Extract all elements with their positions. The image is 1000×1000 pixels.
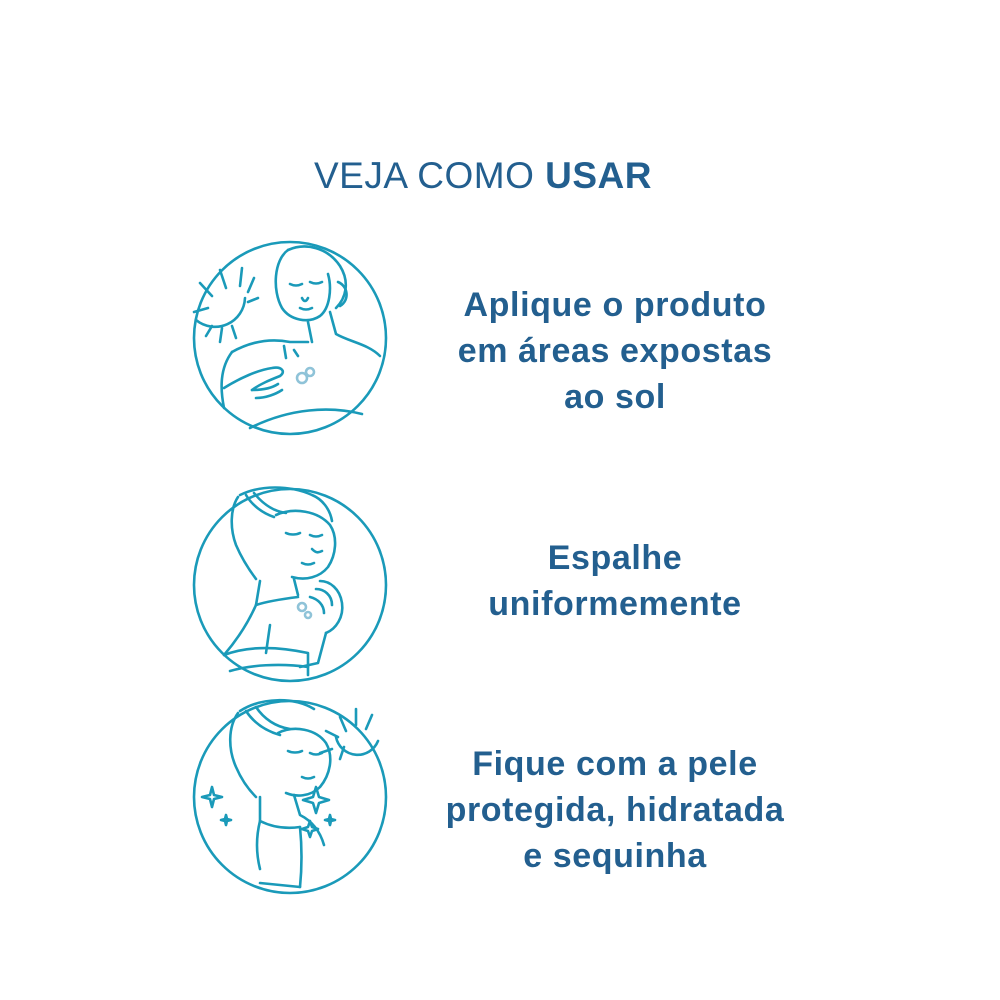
step-text-line: e sequinha: [523, 837, 707, 875]
title-regular: VEJA COMO: [314, 154, 546, 196]
step-text-line: ao sol: [564, 378, 666, 416]
page-title: VEJA COMO USAR: [0, 155, 966, 197]
step-apply-text: Aplique o produto em áreas expostas ao s…: [415, 282, 815, 420]
step-spread: Espalhe uniformemente: [0, 485, 1000, 695]
step-spread-text: Espalhe uniformemente: [415, 535, 815, 627]
step-apply: Aplique o produto em áreas expostas ao s…: [0, 238, 1000, 448]
step-text-line: Espalhe: [547, 539, 683, 577]
step-text-line: protegida, hidratada: [445, 791, 785, 829]
title-bold: USAR: [545, 154, 652, 196]
step-protected-text: Fique com a pele protegida, hidratada e …: [415, 741, 815, 879]
step-text-line: uniformemente: [488, 585, 742, 623]
woman-spreading-product-icon: [190, 485, 390, 685]
step-text-line: Fique com a pele: [472, 745, 758, 783]
woman-protected-sparkles-sun-icon: [190, 697, 390, 897]
step-protected: Fique com a pele protegida, hidratada e …: [0, 697, 1000, 907]
step-text-line: Aplique o produto: [463, 286, 767, 324]
step-text-line: em áreas expostas: [457, 332, 773, 370]
woman-applying-sunscreen-sun-icon: [190, 238, 390, 438]
